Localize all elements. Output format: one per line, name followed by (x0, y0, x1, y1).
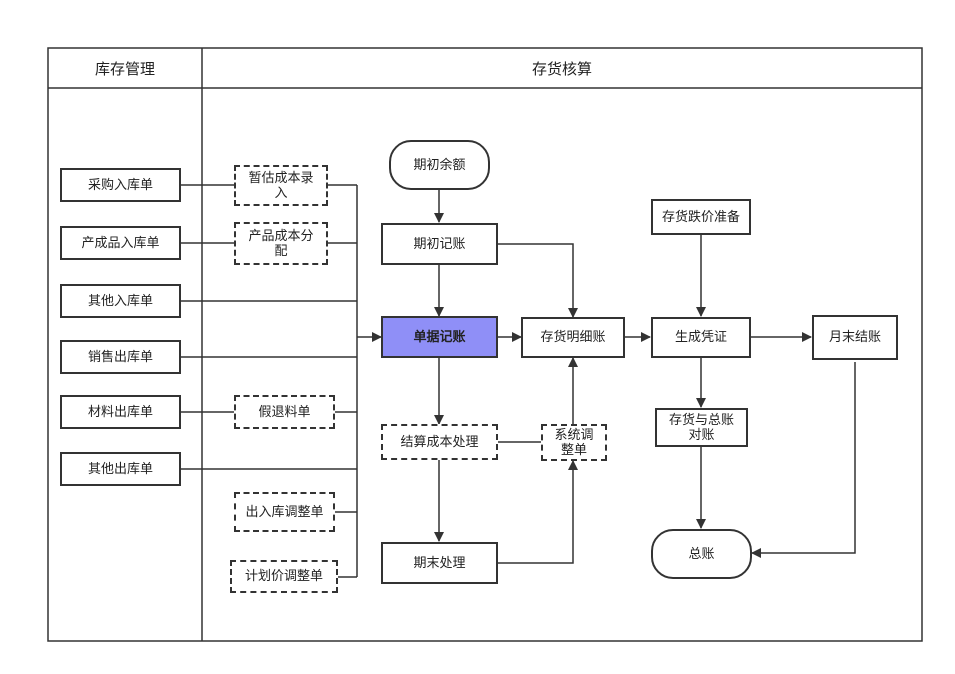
arrow (751, 362, 856, 558)
node-system-adjust[interactable]: 系统调整单 (541, 424, 607, 461)
node-plan-price-adjust[interactable]: 计划价调整单 (230, 560, 338, 593)
lane-title-inventory: 库存管理 (94, 59, 155, 78)
node-io-adjust[interactable]: 出入库调整单 (234, 492, 335, 532)
node-settle-cost[interactable]: 结算成本处理 (381, 424, 498, 460)
node-opening-balance[interactable]: 期初余额 (389, 140, 490, 190)
node-other-out[interactable]: 其他出库单 (60, 452, 181, 486)
node-estimated-cost[interactable]: 暂估成本录入 (234, 165, 328, 206)
arrow (498, 460, 578, 564)
node-general-ledger[interactable]: 总账 (651, 529, 752, 579)
node-price-drop-reserve[interactable]: 存货跌价准备 (651, 199, 751, 235)
node-doc-posting[interactable]: 单据记账 (381, 316, 498, 358)
node-inventory-detail[interactable]: 存货明细账 (521, 317, 625, 358)
node-purchase-in[interactable]: 采购入库单 (60, 168, 181, 202)
node-sales-out[interactable]: 销售出库单 (60, 340, 181, 374)
node-month-end[interactable]: 月末结账 (812, 315, 898, 360)
swimlane-frame (47, 47, 923, 642)
node-reconcile[interactable]: 存货与总账对账 (655, 408, 748, 447)
node-period-end[interactable]: 期末处理 (381, 542, 498, 584)
node-product-in[interactable]: 产成品入库单 (60, 226, 181, 260)
node-product-cost[interactable]: 产品成本分配 (234, 222, 328, 265)
node-other-in[interactable]: 其他入库单 (60, 284, 181, 318)
arrow (498, 243, 578, 318)
node-gen-voucher[interactable]: 生成凭证 (651, 317, 751, 358)
lane-title-accounting: 存货核算 (531, 59, 592, 78)
node-material-out[interactable]: 材料出库单 (60, 395, 181, 429)
node-return-material[interactable]: 假退料单 (234, 395, 335, 429)
node-opening-posting[interactable]: 期初记账 (381, 223, 498, 265)
